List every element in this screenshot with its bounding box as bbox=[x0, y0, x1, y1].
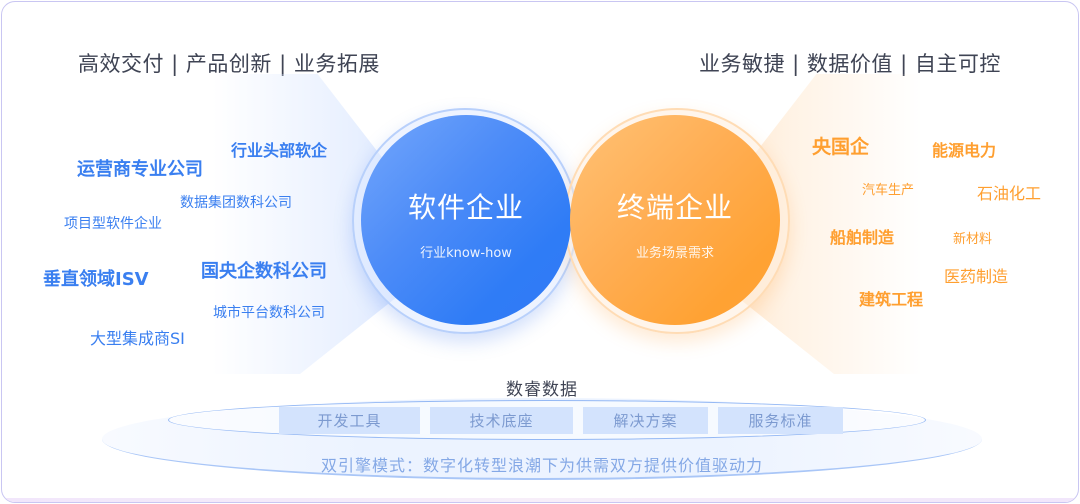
left-tag-industry-leading-software: 行业头部软企 bbox=[231, 141, 328, 160]
right-tag-automotive: 汽车生产 bbox=[862, 183, 915, 198]
pill-solutions: 解决方案 bbox=[583, 407, 708, 434]
right-tag-energy-power: 能源电力 bbox=[932, 141, 997, 160]
right-tag-new-materials: 新材料 bbox=[953, 232, 993, 247]
enterprise-circle-subtitle: 业务场景需求 bbox=[635, 245, 714, 261]
right-tag-petrochemical: 石油化工 bbox=[977, 184, 1042, 203]
left-tag-city-platform-company: 城市平台数科公司 bbox=[213, 305, 325, 321]
enterprise-circle-title: 终端企业 bbox=[616, 190, 733, 224]
pill-service-standards: 服务标准 bbox=[718, 407, 843, 434]
end-enterprise-circle: 终端企业 业务场景需求 bbox=[570, 115, 780, 325]
left-tag-project-software: 项目型软件企业 bbox=[64, 216, 162, 232]
right-tag-shipbuilding: 船舶制造 bbox=[830, 228, 895, 247]
software-circle-subtitle: 行业know-how bbox=[420, 245, 512, 261]
pill-dev-tools: 开发工具 bbox=[279, 407, 420, 434]
left-tag-vertical-isv: 垂直领域ISV bbox=[43, 269, 149, 290]
left-tag-large-integrator: 大型集成商SI bbox=[90, 329, 185, 348]
platform-pill-row: 开发工具 技术底座 解决方案 服务标准 bbox=[279, 407, 843, 434]
right-headline: 业务敏捷 | 数据价值 | 自主可控 bbox=[699, 52, 1001, 76]
right-tag-pharmaceutical: 医药制造 bbox=[944, 267, 1009, 286]
right-tag-construction: 建筑工程 bbox=[859, 290, 924, 309]
left-tag-soe-digital-company: 国央企数科公司 bbox=[201, 261, 327, 282]
left-tag-operator-company: 运营商专业公司 bbox=[77, 159, 203, 180]
left-tag-data-group-company: 数据集团数科公司 bbox=[180, 195, 292, 211]
platform-title: 数睿数据 bbox=[506, 380, 578, 400]
right-tag-soe: 央国企 bbox=[812, 136, 870, 158]
software-circle-title: 软件企业 bbox=[407, 190, 524, 224]
left-headline: 高效交付 | 产品创新 | 业务拓展 bbox=[78, 52, 380, 76]
software-enterprise-circle: 软件企业 行业know-how bbox=[361, 115, 571, 325]
platform-slogan: 双引擎模式：数字化转型浪潮下为供需双方提供价值驱动力 bbox=[320, 456, 763, 475]
pill-tech-foundation: 技术底座 bbox=[430, 407, 573, 434]
